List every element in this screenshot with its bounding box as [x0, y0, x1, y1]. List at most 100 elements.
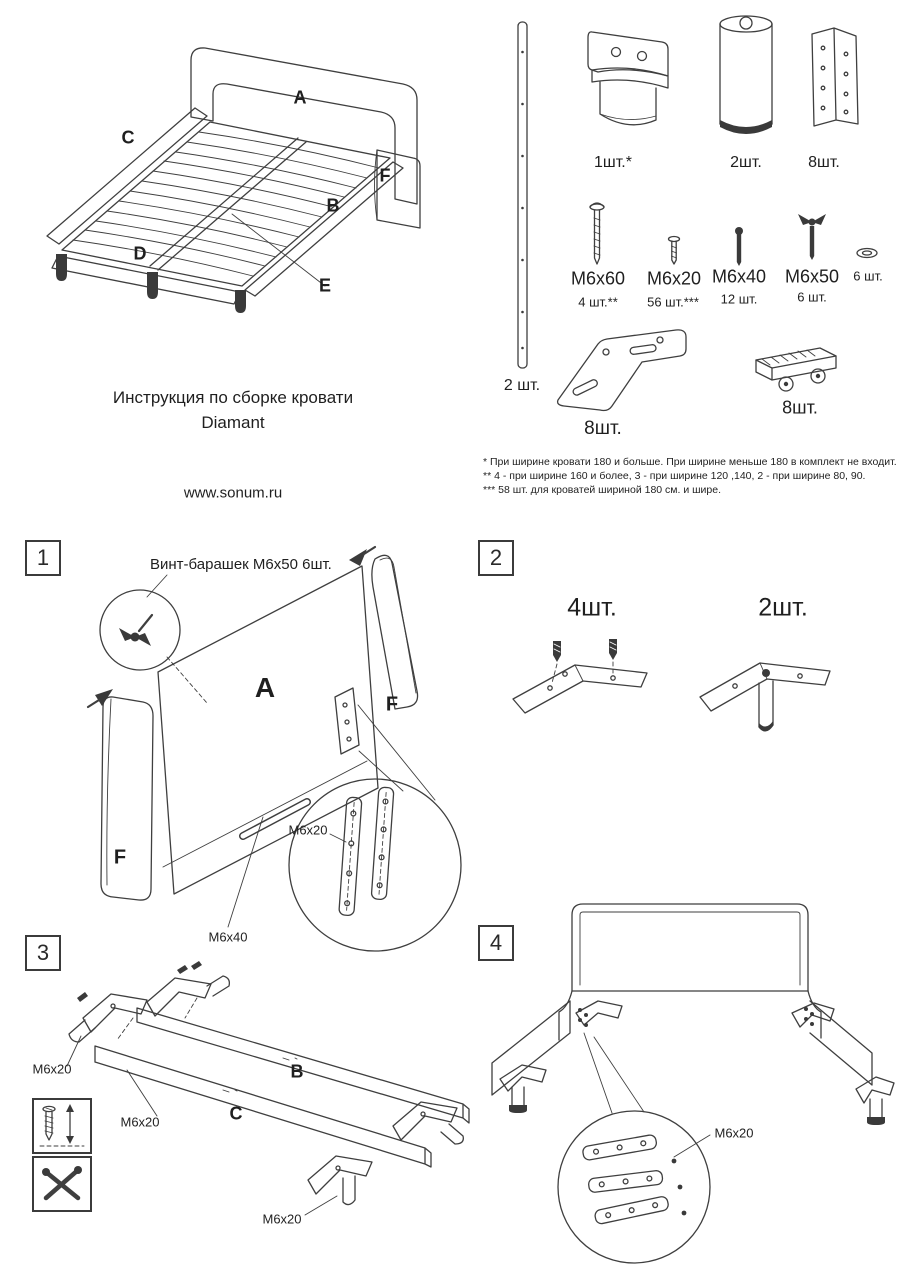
m6x20-pointer [673, 1134, 711, 1158]
side-panel-f [374, 149, 421, 229]
screw-m6x60-name: М6х60 [570, 268, 626, 289]
direction-arrow-top [349, 545, 377, 566]
caster-block-qty: 8шт. [782, 397, 818, 418]
hook-bracket-qty: 1шт.* [594, 154, 632, 171]
right-rail [809, 1000, 873, 1086]
overview-label-e: E [318, 275, 332, 296]
screw-m6x40-qty: 12 шт. [720, 291, 758, 307]
zoom-circle [288, 778, 462, 952]
washer-drawing [856, 247, 878, 259]
headboard-panel-a [157, 565, 379, 895]
wing-screw-detail-circle [99, 589, 181, 671]
corner-bracket-front-left [499, 1064, 547, 1113]
doc-title: Инструкция по сборке кровати [112, 388, 354, 407]
step1-callout: Винт-барашек М6х50 6шт. [150, 556, 332, 573]
slat-deck [61, 121, 391, 287]
step4-screw-label-m6x20: М6х20 [714, 1125, 754, 1141]
leg-qty: 2шт. [730, 154, 762, 171]
bed-overview-drawing [46, 47, 421, 313]
center-rail [149, 137, 307, 271]
step4-drawing [491, 903, 895, 1264]
step2-drawing [512, 639, 831, 732]
step1-side-label-f-right: F [385, 693, 399, 716]
step1-side-label-f-left: F [113, 846, 127, 869]
step2-left-qty: 4шт. [567, 593, 617, 622]
part-flat-bracket [556, 329, 687, 412]
headboard [558, 903, 822, 1041]
step1-zoom-label-m6x20: М6х20 [288, 822, 328, 838]
step1-panel-label-a: A [254, 672, 276, 703]
screw-m6x60-drawing [589, 202, 605, 265]
footnote-2: ** 4 - при ширине 160 и более, 3 - при ш… [483, 470, 866, 482]
direction-arrow-left [86, 689, 113, 709]
label-e-leader [231, 213, 326, 287]
screw-m6x20-drawing [667, 235, 681, 265]
m6x20-leader-1 [66, 1035, 82, 1067]
hand-tighten-icon [32, 1098, 92, 1154]
wing-screw-m6x50-name: М6х50 [784, 266, 840, 287]
zoom-leader-lines [357, 704, 436, 801]
step3-rail-label-c: C [229, 1103, 243, 1124]
overview-label-d: D [133, 243, 147, 264]
m6x20-pointer [329, 833, 347, 843]
zoom-leaders [583, 1032, 645, 1114]
screw-m6x20-qty: 56 шт.*** [647, 294, 699, 310]
bracket-leg-unit-3 [392, 1101, 464, 1145]
step4-number: 4 [478, 925, 514, 961]
step2-number: 2 [478, 540, 514, 576]
assembly-links [116, 997, 198, 1041]
step3-screw-label-1: М6х20 [32, 1061, 72, 1077]
detail-link-line [166, 656, 208, 704]
footnote-3: *** 58 шт. для кроватей шириной 180 см. … [483, 484, 722, 496]
doc-subtitle: Diamant [201, 413, 265, 432]
step2-right-qty: 2шт. [758, 593, 808, 622]
step3-rail-label-b: B [290, 1061, 304, 1082]
step1-number: 1 [25, 540, 61, 576]
side-rail-c [46, 107, 208, 245]
side-panel-f-left [100, 696, 154, 901]
step3-screw-label-2: М6х20 [120, 1114, 160, 1130]
headboard-panel [190, 47, 418, 205]
bracket-leg-unit-2 [146, 961, 231, 1017]
strip-qty: 2 шт. [503, 377, 541, 394]
bed-legs [56, 254, 246, 313]
m6x20-leader-3 [304, 1195, 338, 1216]
screw-m6x60-qty: 4 шт.** [578, 294, 618, 310]
screw-m6x40-drawing [735, 227, 743, 266]
overview-label-c: C [121, 127, 135, 148]
step3-drawing [66, 961, 470, 1216]
bracket-4x [512, 639, 648, 714]
callout-leader [146, 574, 168, 598]
junction-bracket-right [791, 1002, 835, 1028]
mounting-bracket [334, 687, 360, 755]
m6x20-leader-2 [126, 1069, 158, 1117]
wing-screw-m6x50-qty: 6 шт. [797, 289, 827, 305]
rail-c [94, 1045, 432, 1168]
step3-screw-label-3: М6х20 [262, 1211, 302, 1227]
corner-bracket-qty: 8шт. [808, 154, 840, 171]
corner-bracket-front-right [855, 1076, 895, 1125]
zoom-circle [557, 1110, 711, 1264]
bracket-leg-unit-1 [68, 992, 148, 1043]
part-strip [517, 21, 528, 369]
screw-m6x20-name: М6х20 [646, 268, 702, 289]
overview-label-b: B [326, 195, 340, 216]
step1-drawing [86, 545, 462, 952]
part-leg [719, 15, 773, 134]
step1-screw-label-m6x40: М6х40 [208, 929, 248, 945]
screws-m6x40 [551, 639, 617, 684]
side-panel-f-right [371, 554, 419, 710]
overview-label-a: A [293, 87, 307, 108]
center-leg [758, 680, 774, 732]
m6x40-leader [227, 816, 264, 928]
washer-qty: 6 шт. [853, 268, 883, 284]
left-rail [491, 1000, 571, 1096]
step3-number: 3 [25, 935, 61, 971]
bracket-2x-with-leg [699, 662, 831, 732]
no-power-tools-icon [32, 1156, 92, 1212]
wing-screw-icon [119, 613, 154, 646]
flat-bracket-qty: 8шт. [584, 418, 622, 439]
bracket-leg-unit-4 [307, 1155, 373, 1206]
part-hook-bracket [587, 31, 669, 126]
junction-bracket-left [575, 1000, 623, 1027]
